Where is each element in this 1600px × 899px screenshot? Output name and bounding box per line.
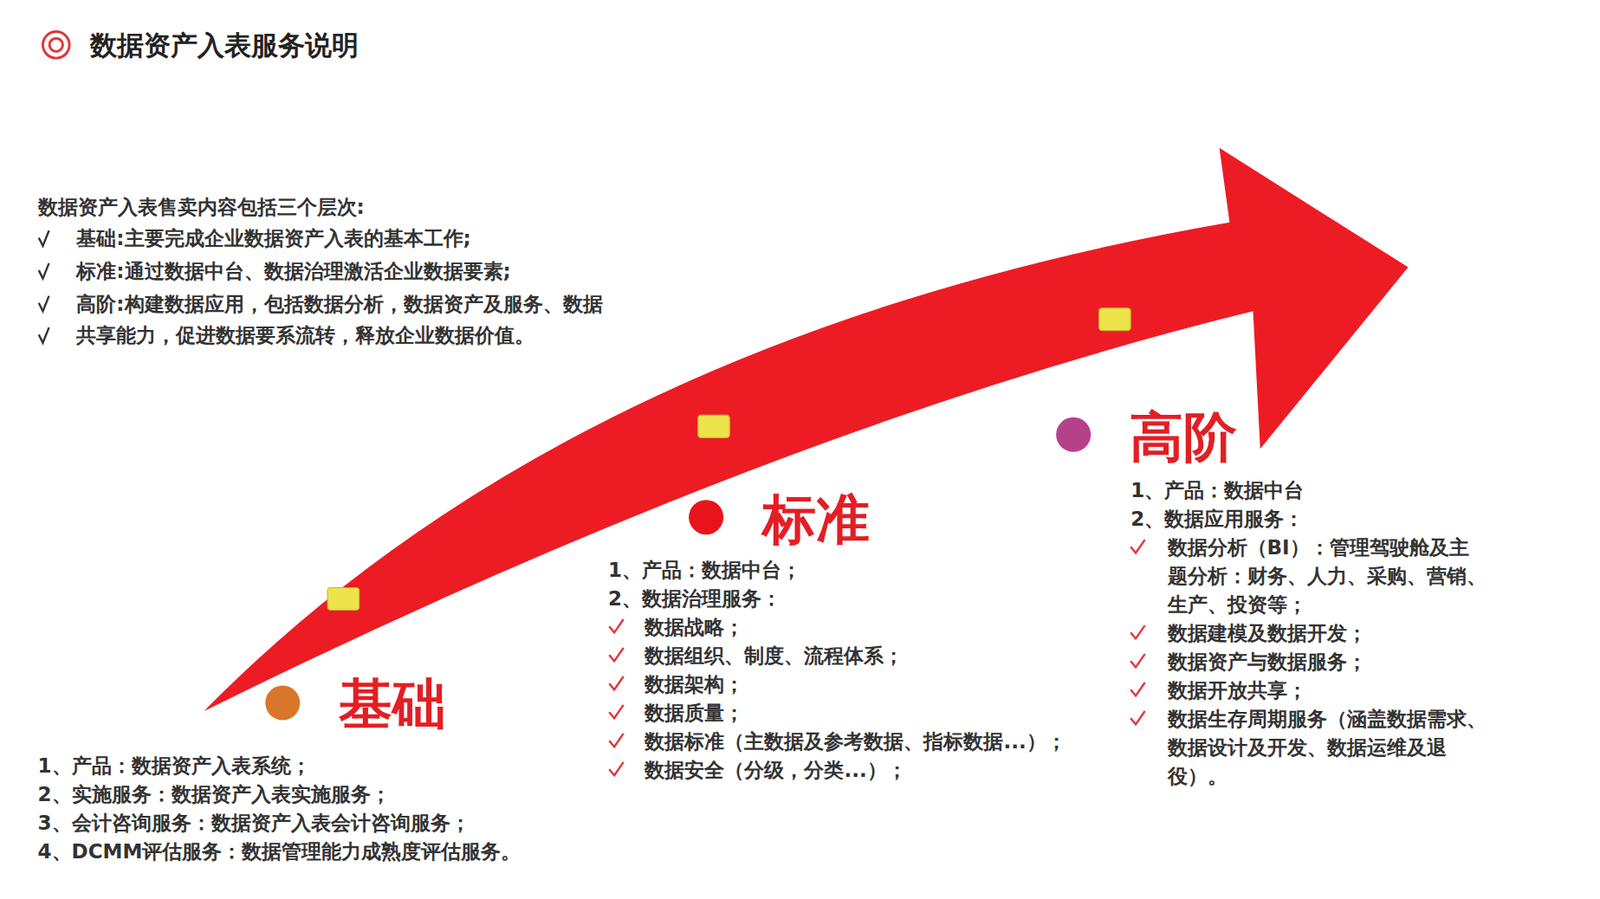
- intro-text: 标准:通过数据中台、数据治理激活企业数据要素;: [76, 257, 511, 286]
- stage-heading: 标准: [762, 488, 870, 551]
- list-item: 数据安全（分级，分类...）；: [644, 756, 907, 785]
- list-item: 数据标准（主数据及参考数据、指标数据...）；: [644, 727, 1066, 757]
- intro-text: 共享能力，促进数据要系流转，释放企业数据价值。: [76, 321, 535, 350]
- list-item: 1、产品：数据资产入表系统；: [38, 751, 311, 781]
- stage-dot: [265, 686, 300, 721]
- intro-text: 数据资产入表售卖内容包括三个层次:: [38, 193, 365, 222]
- page-title: 数据资产入表服务说明: [90, 27, 359, 63]
- list-item: 1、产品：数据中台；: [608, 556, 802, 585]
- list-item: 数据建模及数据开发；: [1167, 619, 1367, 648]
- list-item: 4、DCMM评估服务：数据管理能力成熟度评估服务。: [38, 837, 522, 867]
- list-item: 数据组织、制度、流程体系；: [644, 641, 904, 671]
- list-item: 2、实施服务：数据资产入表实施服务；: [38, 780, 391, 810]
- list-item: 数据战略；: [644, 613, 745, 642]
- list-item: 数据生存周期服务（涵盖数据需求、 数据设计及开发、数据运维及退 役）。: [1167, 705, 1507, 791]
- intro-text: 基础:主要完成企业数据资产入表的基本工作;: [76, 224, 471, 253]
- title-icon: [42, 32, 70, 59]
- stage-heading: 基础: [338, 673, 447, 735]
- intro-text: 高阶:构建数据应用，包括数据分析，数据资产及服务、数据: [76, 290, 603, 319]
- list-item: 数据质量；: [644, 699, 745, 728]
- list-item: 数据架构；: [644, 670, 745, 700]
- stage-heading: 高阶: [1129, 406, 1238, 468]
- list-item: 3、会计咨询服务：数据资产入表会计咨询服务；: [38, 809, 471, 838]
- list-item: 数据开放共享；: [1167, 676, 1308, 706]
- check-mark: [38, 230, 50, 344]
- stage-dot: [1055, 417, 1091, 453]
- list-item: 数据分析（BI）：管理驾驶舱及主 题分析：财务、人力、采购、营销、 生产、投资等…: [1167, 533, 1507, 620]
- arrow-marker: [327, 308, 1131, 611]
- list-item: 1、产品：数据中台: [1130, 476, 1304, 506]
- title-icon: [49, 38, 63, 52]
- list-item: 数据资产与数据服务；: [1167, 647, 1367, 677]
- list-item: 2、数据应用服务：: [1130, 505, 1304, 534]
- list-item: 2、数据治理服务：: [608, 584, 782, 614]
- stage-dot: [688, 499, 724, 535]
